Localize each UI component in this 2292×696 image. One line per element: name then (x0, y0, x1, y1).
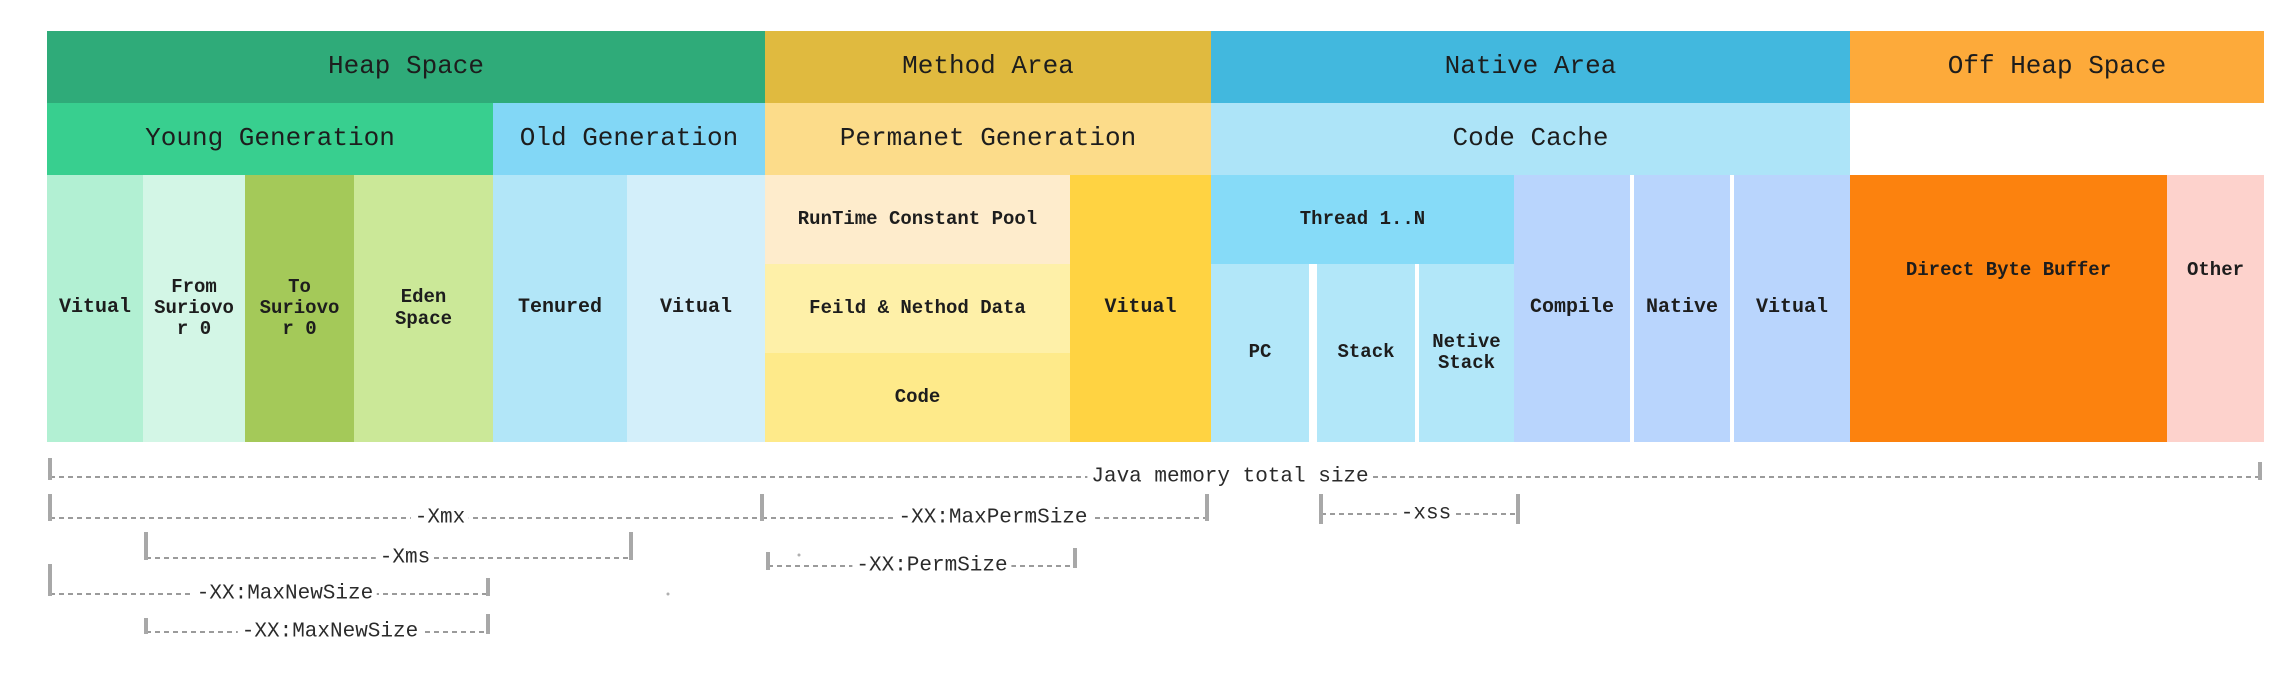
eden-space-cell: Eden Space (354, 175, 493, 442)
to-survivor-cell: To Suriovo r 0 (245, 175, 354, 442)
native-vitual-cell: Vitual (1734, 175, 1850, 442)
maxnewsize-label-1: -XX:MaxNewSize (192, 582, 378, 606)
permsize-label: -XX:PermSize (852, 554, 1012, 578)
total-size-label: Java memory total size (1087, 465, 1373, 489)
young-generation-header: Young Generation (47, 103, 493, 175)
maxnewsize-label-2: -XX:MaxNewSize (237, 620, 423, 644)
total-size-bracket (48, 458, 2262, 480)
stack-cell: Stack (1317, 264, 1415, 442)
direct-byte-buffer-cell: Direct Byte Buffer (1850, 175, 2167, 442)
old-vitual-cell: Vitual (627, 175, 765, 442)
xms-bracket (144, 532, 633, 560)
code-cache-header: Code Cache (1211, 103, 1850, 175)
old-generation-header: Old Generation (493, 103, 765, 175)
native-cell: Native (1634, 175, 1730, 442)
other-cell: Other (2167, 175, 2264, 442)
heap-space-header: Heap Space (47, 31, 765, 103)
code-cell: Code (765, 353, 1070, 442)
xmx-bracket (48, 494, 760, 521)
young-vitual-cell: Vitual (47, 175, 143, 442)
native-area-header: Native Area (1211, 31, 1850, 103)
from-survivor-cell: From Suriovo r 0 (143, 175, 245, 442)
xss-bracket (1319, 494, 1520, 524)
method-area-header: Method Area (765, 31, 1211, 103)
runtime-constant-pool-cell: RunTime Constant Pool (765, 175, 1070, 264)
native-stack-cell: Netive Stack (1419, 264, 1514, 442)
pc-cell: PC (1211, 264, 1309, 442)
thread-cell: Thread 1..N (1211, 175, 1514, 264)
field-method-data-cell: Feild & Nethod Data (765, 264, 1070, 353)
permanent-generation-header: Permanet Generation (765, 103, 1211, 175)
maxpermsize-bracket (760, 494, 1209, 521)
xss-label: -xss (1396, 502, 1456, 526)
off-heap-space-header: Off Heap Space (1850, 31, 2264, 103)
xms-label: -Xms (375, 546, 435, 570)
compile-cell: Compile (1514, 175, 1630, 442)
maxpermsize-label: -XX:MaxPermSize (894, 506, 1092, 530)
xmx-label: -Xmx (410, 506, 470, 530)
tenured-cell: Tenured (493, 175, 627, 442)
perm-vitual-cell: Vitual (1070, 175, 1211, 442)
